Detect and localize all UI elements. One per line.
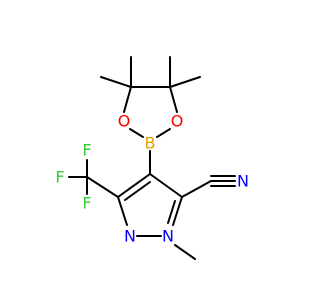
ring-nitrogen-1-label: N	[162, 227, 174, 246]
bond-c4-c5	[149, 173, 183, 198]
bond-c4-c3-inner	[124, 181, 151, 201]
bond-o-right-b	[156, 128, 171, 138]
bond-c3-n2	[117, 196, 128, 226]
oxygen-left-label: O	[118, 112, 131, 131]
bond-cq2-o-right	[169, 86, 178, 113]
fluorine-top-label: F	[82, 141, 91, 160]
bond-cq1-me-left	[100, 76, 132, 88]
structure-diagram: O O B F F F N N N	[55, 56, 249, 260]
bond-c3-cf3	[86, 176, 119, 198]
bond-c4-c3	[117, 173, 151, 198]
bond-c5-n1-inner	[167, 200, 176, 224]
molecule-svg: O O B F F F N N N	[55, 56, 249, 260]
bond-cq1-o-left	[123, 86, 132, 113]
oxygen-right-label: O	[171, 112, 184, 131]
ring-nitrogen-2-label: N	[124, 227, 136, 246]
fluorine-left-label: F	[55, 168, 64, 187]
bond-c5-cn-carbon	[181, 180, 212, 198]
bond-c5-n1	[172, 196, 183, 226]
fluorine-bottom-label: F	[82, 194, 91, 213]
bond-n1-methyl	[174, 244, 196, 260]
boron-label: B	[145, 134, 156, 153]
bond-o-left-b	[129, 128, 144, 138]
bond-cq2-me-right	[169, 76, 201, 88]
nitrile-nitrogen-label: N	[237, 172, 249, 191]
